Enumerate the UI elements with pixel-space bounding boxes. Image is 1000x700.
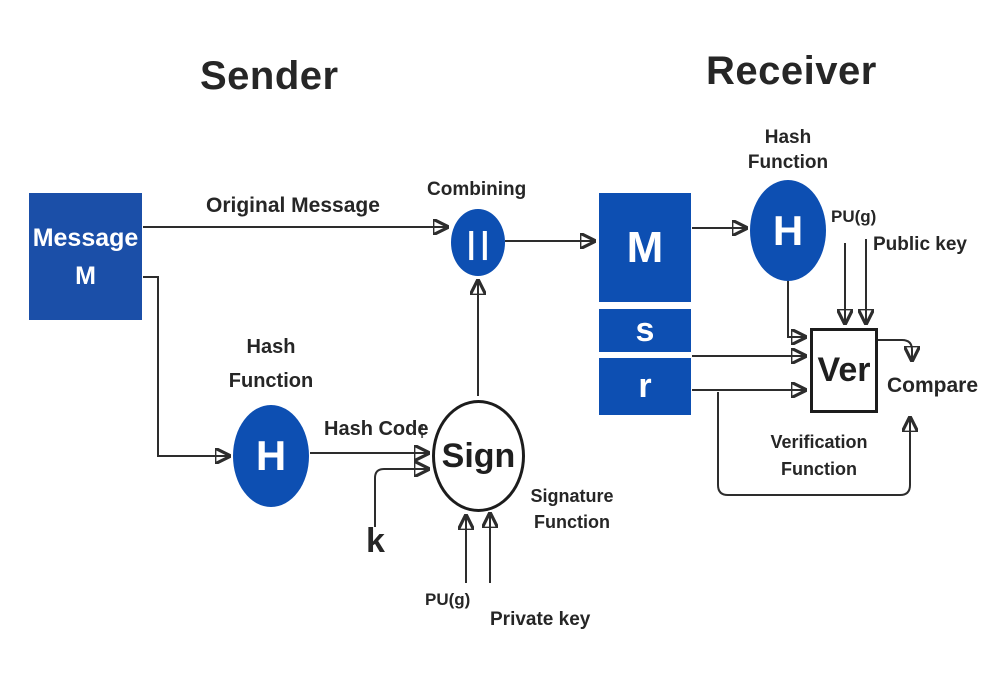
ver-symbol: Ver — [817, 351, 871, 389]
signature-r-field: r — [638, 367, 652, 405]
sender-pug-label: PU(g) — [425, 590, 471, 609]
sender-hash-function-label: Hash Function — [228, 336, 314, 392]
arrow-hash-to-ver — [787, 281, 806, 337]
signature-s-field: s — [635, 311, 655, 349]
concatenate-icon: || — [466, 224, 495, 260]
arrow-k-to-sign — [374, 469, 429, 527]
message-box-label: Message — [32, 223, 139, 252]
receiver-hash-function-label: Hash Function — [747, 127, 829, 173]
verification-node: Ver — [810, 328, 878, 413]
k-label: k — [366, 522, 385, 560]
receiver-title: Receiver — [706, 49, 877, 93]
transmitted-message-block: M s r — [599, 193, 691, 415]
message-box-symbol: M — [75, 261, 96, 290]
receiver-hash-symbol: H — [772, 206, 804, 254]
private-key-label: Private key — [490, 609, 591, 630]
signature-function-label: Signature Function — [530, 486, 614, 532]
arrow-message-to-hash — [143, 276, 230, 456]
sender-hash-node: H — [233, 405, 309, 507]
field-divider — [599, 352, 691, 358]
field-divider — [599, 302, 691, 309]
sign-symbol: Sign — [441, 436, 516, 475]
message-field: M — [626, 222, 664, 272]
sender-hash-symbol: H — [255, 432, 287, 479]
receiver-hash-node: H — [750, 180, 826, 281]
hash-code-label: Hash Code — [324, 418, 429, 440]
message-box: Message M — [29, 193, 142, 320]
arrow-r-to-compare — [717, 392, 910, 496]
public-key-label: Public key — [873, 234, 967, 255]
sender-title: Sender — [200, 54, 339, 98]
combining-node: || — [451, 209, 505, 276]
verification-function-label: Verification Function — [770, 432, 868, 479]
receiver-pug-label: PU(g) — [831, 207, 877, 226]
original-message-label: Original Message — [206, 194, 380, 217]
sign-node: Sign — [432, 400, 525, 512]
combining-label: Combining — [427, 179, 527, 200]
hash-code-mark: ¦ — [420, 422, 425, 439]
arrow-ver-to-compare — [878, 339, 912, 361]
compare-label: Compare — [887, 374, 979, 397]
